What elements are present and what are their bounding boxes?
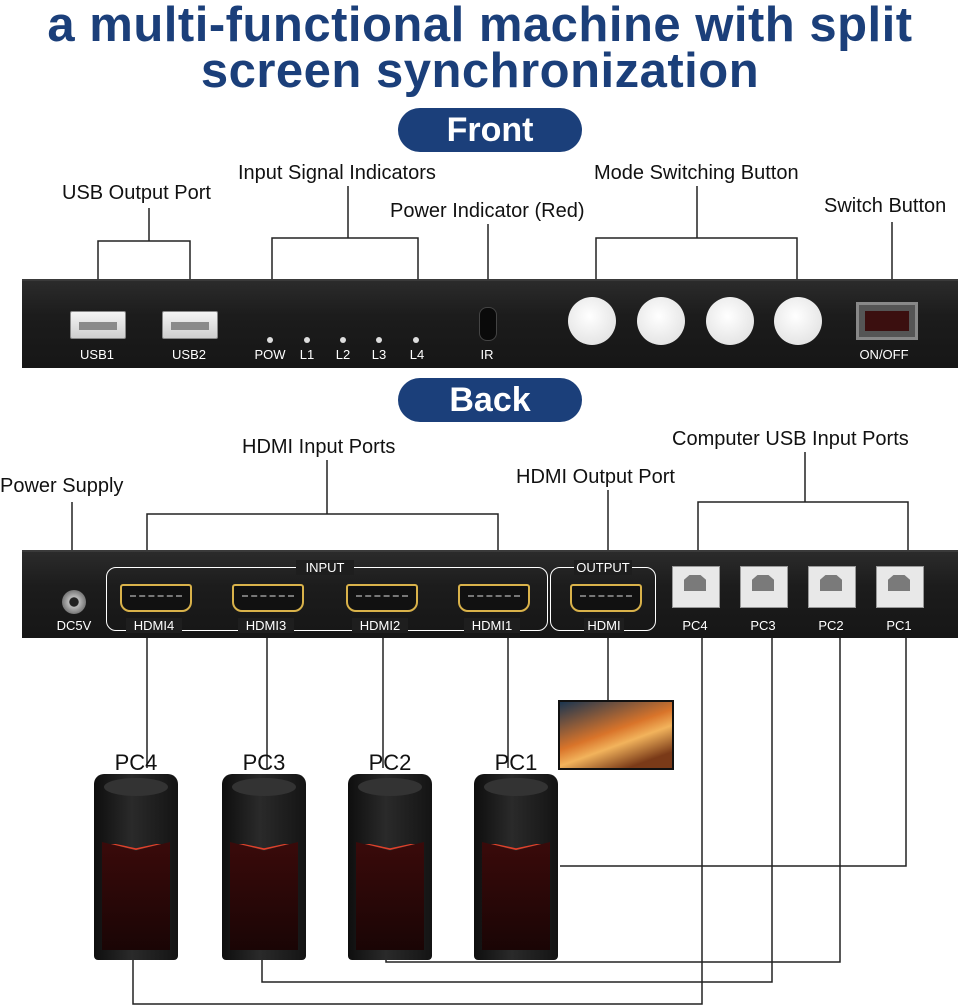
pc4-tower	[94, 774, 178, 960]
pc3-tower	[222, 774, 306, 960]
output-group-label: OUTPUT	[574, 560, 632, 575]
usb-pc3-port	[740, 566, 788, 608]
hdmi3-port	[232, 584, 304, 612]
usb-pc1-label: PC1	[876, 618, 922, 633]
usb-pc4-label: PC4	[672, 618, 718, 633]
pc2-label: PC2	[350, 750, 430, 776]
hdmi2-port	[346, 584, 418, 612]
dc5v-label: DC5V	[52, 618, 96, 633]
usb-pc2-port	[808, 566, 856, 608]
hdmi3-label: HDMI3	[238, 618, 294, 633]
pc2-tower	[348, 774, 432, 960]
pc1-tower	[474, 774, 558, 960]
hdmi4-label: HDMI4	[126, 618, 182, 633]
pc1-label: PC1	[476, 750, 556, 776]
pc3-label: PC3	[224, 750, 304, 776]
usb-pc4-port	[672, 566, 720, 608]
hdmi2-label: HDMI2	[352, 618, 408, 633]
dc-power-jack	[62, 590, 86, 614]
usb-pc2-label: PC2	[808, 618, 854, 633]
monitor-image	[558, 700, 674, 770]
hdmi-output-label: HDMI	[584, 618, 624, 633]
hdmi4-port	[120, 584, 192, 612]
input-group-label: INPUT	[296, 560, 354, 575]
hdmi1-port	[458, 584, 530, 612]
usb-pc1-port	[876, 566, 924, 608]
hdmi-output-port	[570, 584, 642, 612]
back-panel: DC5V INPUT OUTPUT HDMI4 HDMI3 HDMI2 HDMI…	[22, 550, 958, 638]
hdmi1-label: HDMI1	[464, 618, 520, 633]
usb-pc3-label: PC3	[740, 618, 786, 633]
pc4-label: PC4	[96, 750, 176, 776]
